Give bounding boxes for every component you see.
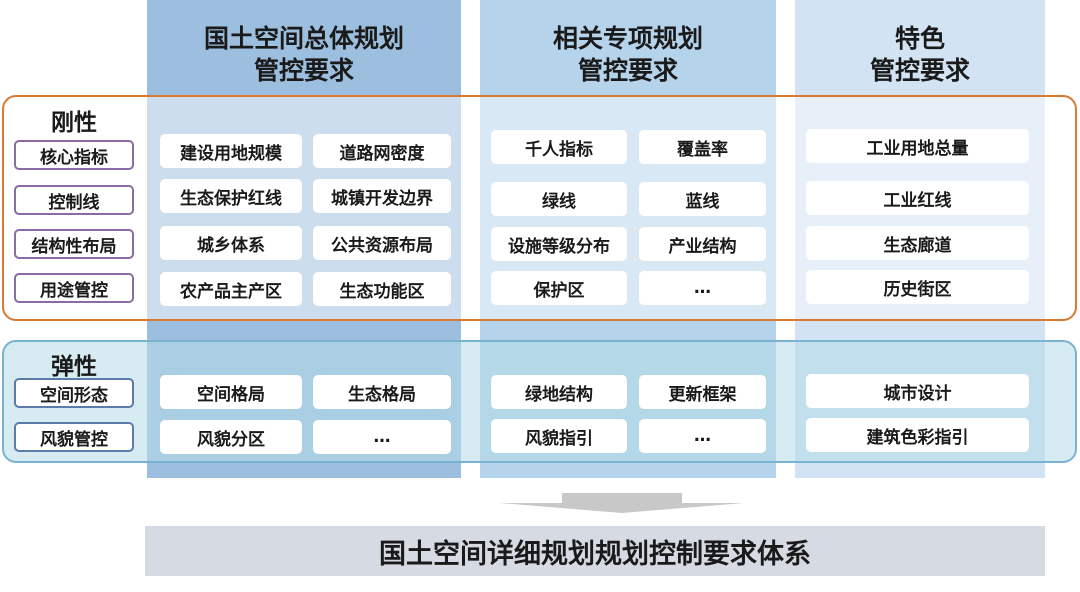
rigid-band-label: 刚性 bbox=[51, 110, 97, 136]
cell: 工业红线 bbox=[806, 181, 1029, 215]
cell: 生态保护红线 bbox=[160, 179, 302, 213]
row-label-style-control: 风貌管控 bbox=[14, 422, 134, 452]
cell: 产业结构 bbox=[639, 227, 766, 261]
cell: 风貌分区 bbox=[160, 420, 302, 454]
column-header-line2: 管控要求 bbox=[869, 56, 970, 85]
cell: 历史街区 bbox=[806, 270, 1029, 304]
column-header-line2: 管控要求 bbox=[253, 56, 354, 85]
cell: 建筑色彩指引 bbox=[806, 418, 1029, 452]
cell: 空间格局 bbox=[160, 375, 302, 409]
cell: 道路网密度 bbox=[313, 134, 451, 168]
cell: 工业用地总量 bbox=[806, 129, 1029, 163]
down-arrow-icon bbox=[500, 493, 744, 513]
cell: 绿地结构 bbox=[491, 375, 627, 409]
row-label-use-control: 用途管控 bbox=[14, 273, 134, 303]
column-header-line1: 特色 bbox=[894, 24, 945, 53]
cell: 绿线 bbox=[491, 182, 627, 216]
cell: … bbox=[313, 420, 451, 454]
elastic-band-label: 弹性 bbox=[51, 354, 97, 380]
cell: 蓝线 bbox=[639, 182, 766, 216]
cell: 城市设计 bbox=[806, 374, 1029, 408]
column-header-special: 相关专项规划 管控要求 bbox=[480, 20, 776, 90]
cell: 风貌指引 bbox=[491, 419, 627, 453]
cell: … bbox=[639, 419, 766, 453]
cell: 千人指标 bbox=[491, 130, 627, 164]
cell: 城乡体系 bbox=[160, 226, 302, 260]
cell: 生态廊道 bbox=[806, 226, 1029, 260]
cell: 建设用地规模 bbox=[160, 134, 302, 168]
row-label-spatial-form: 空间形态 bbox=[14, 378, 134, 408]
column-header-feature: 特色 管控要求 bbox=[795, 20, 1045, 90]
cell: 城镇开发边界 bbox=[313, 179, 451, 213]
cell: 覆盖率 bbox=[639, 130, 766, 164]
cell: 设施等级分布 bbox=[491, 227, 627, 261]
row-label-core-indicator: 核心指标 bbox=[14, 140, 134, 170]
cell: 更新框架 bbox=[639, 375, 766, 409]
row-label-control-line: 控制线 bbox=[14, 185, 134, 215]
cell: 生态格局 bbox=[313, 375, 451, 409]
cell: 公共资源布局 bbox=[313, 226, 451, 260]
column-header-line1: 相关专项规划 bbox=[552, 24, 703, 53]
cell: 保护区 bbox=[491, 271, 627, 305]
cell: 农产品主产区 bbox=[160, 272, 302, 306]
row-label-structural-layout: 结构性布局 bbox=[14, 229, 134, 259]
summary-title: 国土空间详细规划规划控制要求体系 bbox=[145, 526, 1045, 576]
column-header-overall: 国土空间总体规划 管控要求 bbox=[147, 20, 461, 90]
column-header-line1: 国土空间总体规划 bbox=[203, 24, 404, 53]
cell: … bbox=[639, 271, 766, 305]
column-header-line2: 管控要求 bbox=[577, 56, 678, 85]
cell: 生态功能区 bbox=[313, 272, 451, 306]
